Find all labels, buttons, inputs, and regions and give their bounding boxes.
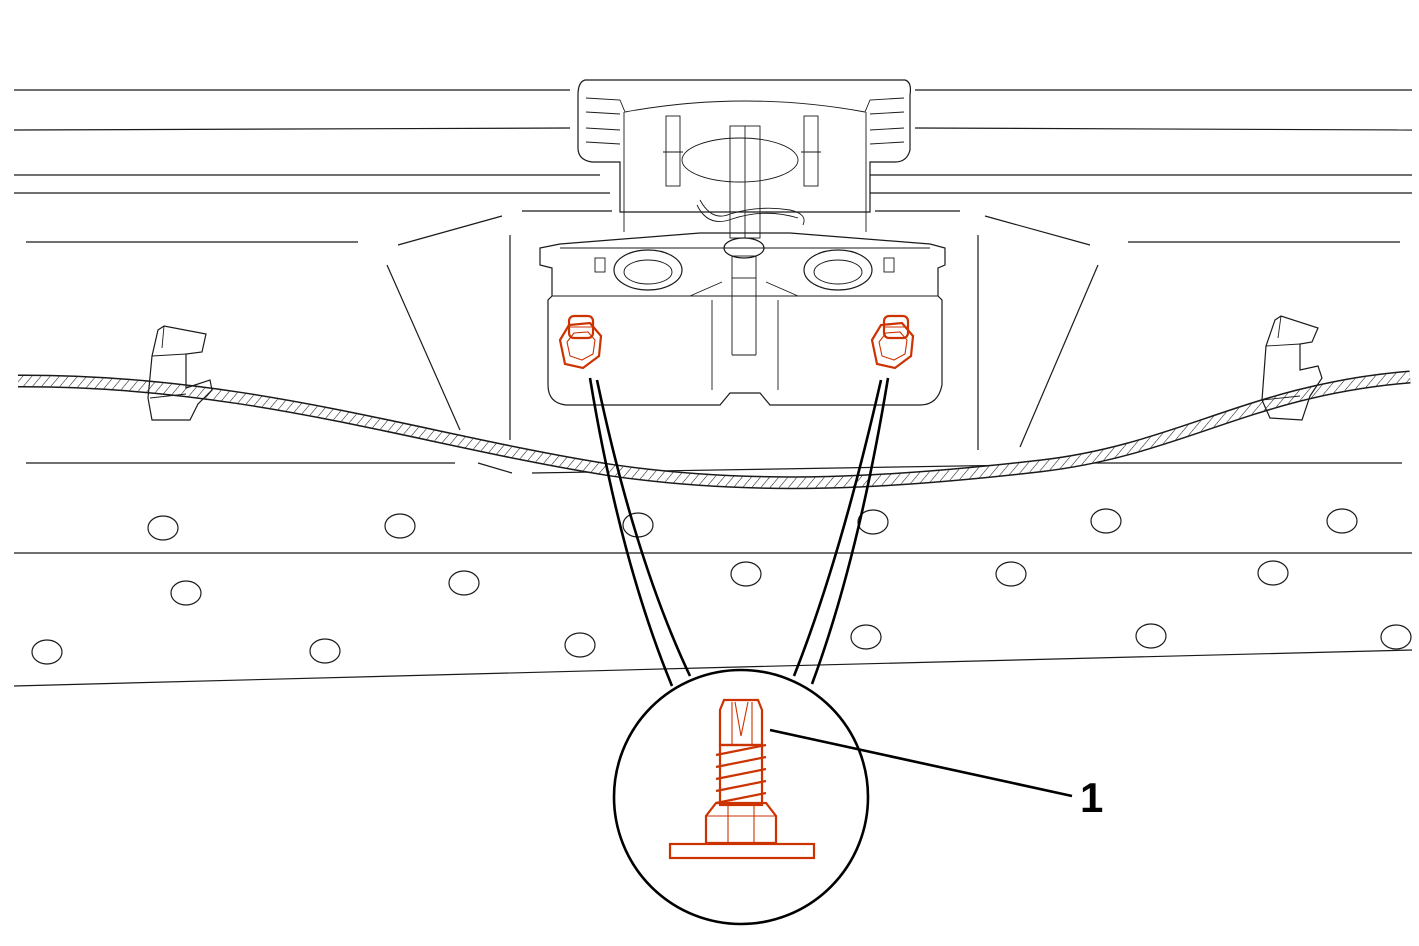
bracket-handle (577, 79, 912, 239)
callout-number: 1 (1080, 774, 1103, 821)
bracket-mount (539, 232, 946, 406)
cable-clip-left (147, 325, 213, 421)
magnified-detail (612, 668, 870, 926)
cable-clip-right (1261, 315, 1323, 421)
magnifier-leaders (588, 377, 890, 687)
perforation-holes (31, 508, 1412, 665)
mounting-screw-right (870, 314, 915, 370)
mounting-screw-left (558, 314, 603, 370)
background-panel (13, 89, 1413, 687)
screw-detail (668, 698, 816, 860)
callout-1: 1 (769, 728, 1103, 821)
cable (17, 370, 1411, 490)
